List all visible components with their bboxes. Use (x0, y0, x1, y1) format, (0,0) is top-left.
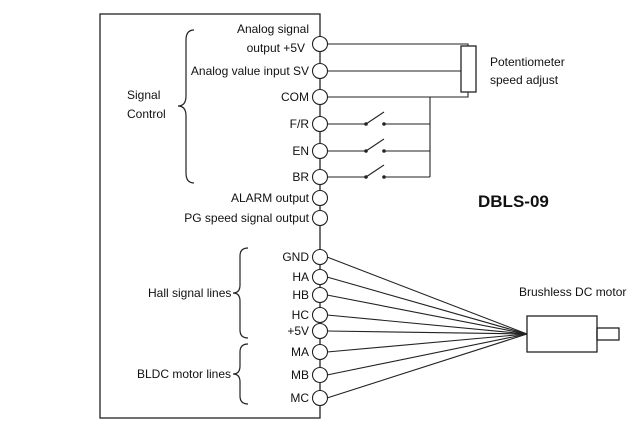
label-hb: HB (292, 288, 309, 302)
br-switch-blade (365, 164, 385, 178)
en-switch-contact (364, 149, 368, 153)
label-ha: HA (292, 270, 309, 284)
label-gnd: GND (282, 250, 309, 264)
terminal-circle-analog-in (311, 62, 329, 80)
wire-ma-to-motor (326, 333, 528, 353)
terminal-circle-br (311, 168, 329, 186)
label-potentiometer-line2: speed adjust (490, 73, 559, 87)
label-analog-in: Analog value input SV (191, 64, 309, 78)
label-hc: HC (292, 308, 310, 322)
terminal-circle-fr (311, 115, 329, 133)
motor-shaft (596, 327, 620, 341)
label-mc: MC (290, 391, 309, 405)
label-mb: MB (291, 368, 309, 382)
br-switch-contact (364, 175, 368, 179)
wire-hb-to-motor (326, 294, 528, 335)
en-switch-contact (382, 149, 386, 153)
fr-switch-blade (365, 111, 385, 125)
terminal-circle-gnd (311, 248, 329, 266)
br-switch-contact (382, 175, 386, 179)
label-alarm: ALARM output (231, 191, 310, 205)
model-title: DBLS-09 (478, 192, 549, 211)
terminal-circle-mc (311, 389, 329, 407)
wire-5v-to-motor (326, 330, 528, 335)
terminal-circle-analog-out (311, 35, 329, 53)
label-bldc-group: BLDC motor lines (137, 367, 231, 381)
potentiometer-symbol (460, 45, 477, 93)
terminal-circle-hb (311, 286, 329, 304)
label-analog-out-line1: Analog signal (237, 22, 309, 36)
terminal-circle-ha (311, 268, 329, 286)
fr-switch-contact (364, 122, 368, 126)
terminal-circle-mb (311, 366, 329, 384)
wire-hc-to-motor (326, 314, 528, 335)
terminal-circle-ma (311, 343, 329, 361)
signal-control-brace (177, 29, 195, 184)
wire-com-to-pot-bottom (327, 92, 469, 98)
hall-group-brace (232, 247, 249, 339)
terminal-circle-pg (311, 209, 329, 227)
label-5v: +5V (287, 324, 309, 338)
en-switch-blade (365, 138, 385, 152)
label-motor: Brushless DC motor (519, 285, 626, 299)
motor-body (526, 315, 598, 353)
label-signal-control-line2: Control (127, 107, 166, 121)
terminal-circle-alarm (311, 189, 329, 207)
wire-mb-to-motor (326, 333, 528, 376)
wire-ha-to-motor (326, 276, 528, 335)
label-pg: PG speed signal output (184, 211, 309, 225)
label-br: BR (292, 170, 309, 184)
wire-mc-to-motor (326, 333, 528, 399)
label-com: COM (281, 90, 309, 104)
label-hall-group: Hall signal lines (148, 286, 231, 300)
label-ma: MA (291, 345, 309, 359)
terminal-circle-5v (311, 322, 329, 340)
wire-gnd-to-motor (326, 256, 528, 335)
label-potentiometer-line1: Potentiometer (490, 55, 565, 69)
label-fr: F/R (290, 117, 310, 131)
bldc-group-brace (232, 343, 249, 405)
label-en: EN (292, 144, 309, 158)
label-analog-out-line2: output +5V (247, 41, 305, 55)
terminal-circle-en (311, 142, 329, 160)
fr-switch-contact (382, 122, 386, 126)
label-signal-control-line1: Signal (127, 88, 160, 102)
wire-analog-5v-to-pot-top (327, 43, 469, 46)
terminal-circle-hc (311, 306, 329, 324)
terminal-circle-com (311, 88, 329, 106)
